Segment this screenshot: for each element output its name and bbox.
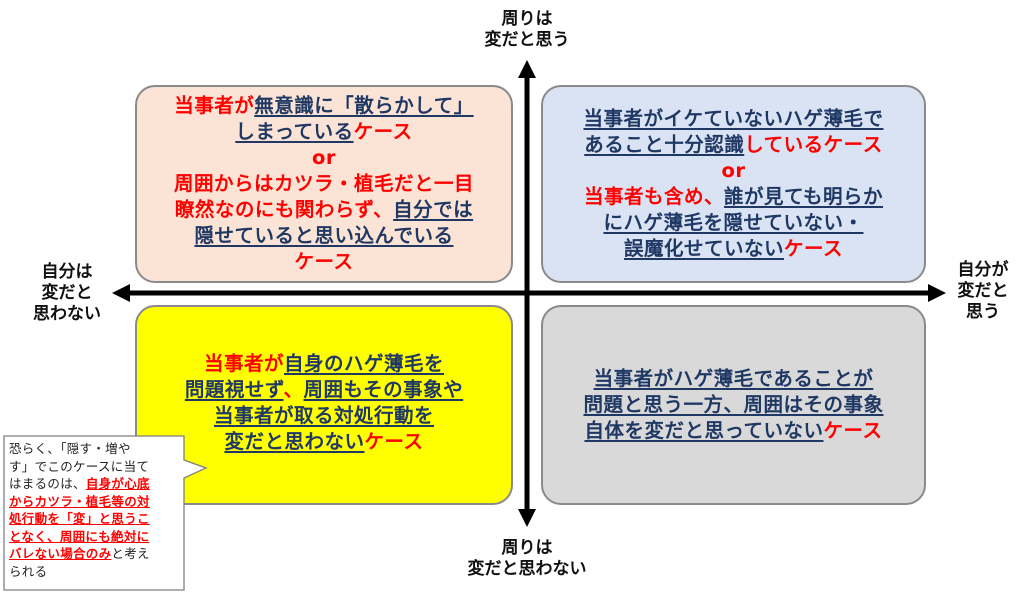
vertical-axis <box>518 60 536 527</box>
quadrant-top-right: 当事者がイケていないハゲ薄毛で あること十分認識しているケース or 当事者も含… <box>541 85 926 283</box>
axis-label-bottom: 周りは 変だと思わない <box>467 538 587 579</box>
callout-note: 恐らく、「隠す・増や す」でこのケースに当て はまるのは、自身が心底 からカツラ… <box>9 441 150 579</box>
top-arrowhead <box>518 60 536 78</box>
quadrant-top-left: 当事者が無意識に「散らかして」 しまっているケース or 周囲からはカツラ・植毛… <box>135 85 513 283</box>
bottom-arrowhead <box>518 509 536 527</box>
quadrant-bottom-right: 当事者がハゲ薄毛であることが 問題と思う一方、周囲はその事象 自体を変だと思って… <box>541 305 926 505</box>
left-arrowhead <box>112 284 130 302</box>
axis-label-right: 自分が 変だと 思う <box>957 260 1009 322</box>
axis-label-top: 周りは 変だと思う <box>484 9 570 50</box>
axis-label-left: 自分は 変だと 思わない <box>33 262 101 324</box>
right-arrowhead <box>928 284 946 302</box>
